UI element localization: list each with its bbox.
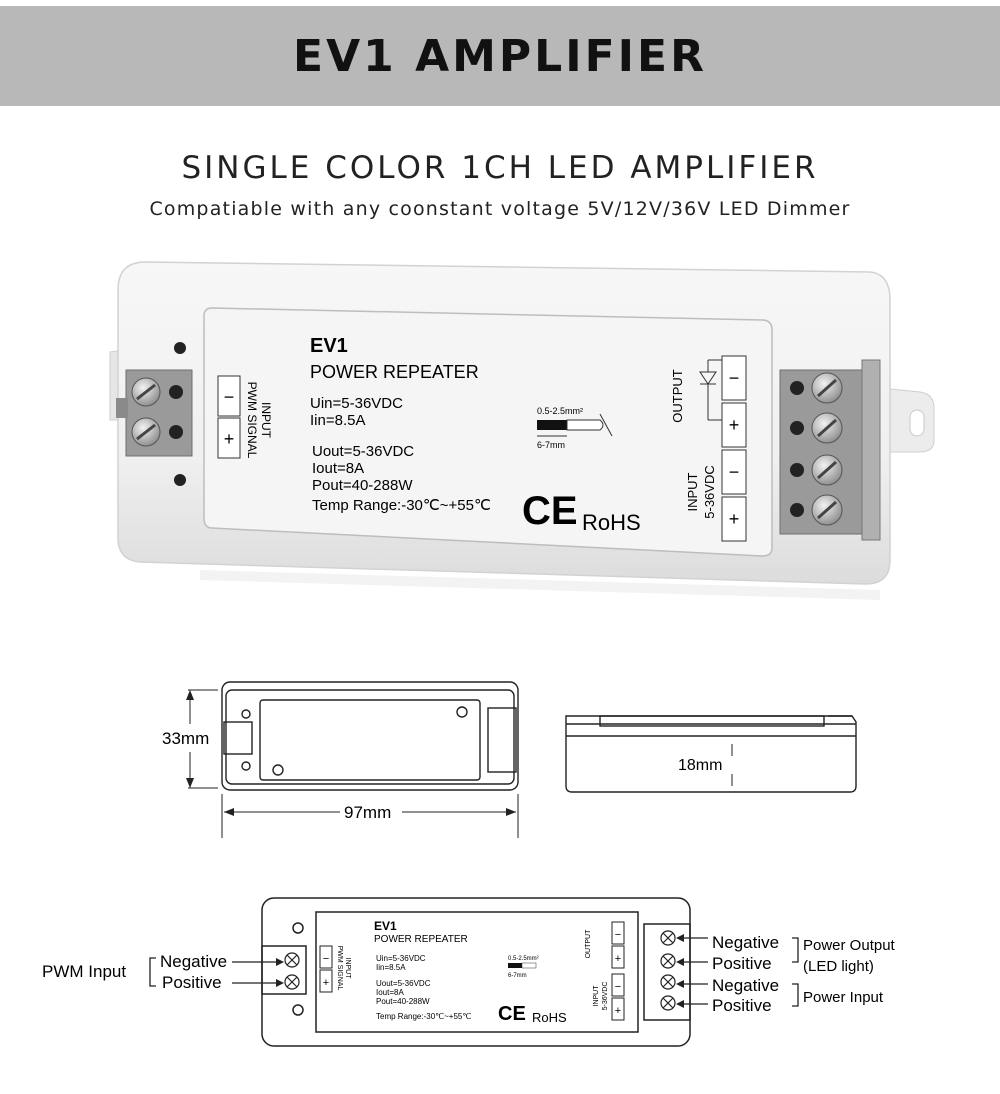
rohs-mark: RoHS (582, 510, 641, 535)
wiring-ce-mark: CE (498, 1003, 526, 1025)
wiring-spec-iin: Iin=8.5A (376, 963, 406, 972)
wiring-spec-uout: Uout=5-36VDC (376, 979, 431, 988)
wiring-output-plus: + (615, 953, 621, 965)
power-voltage-label: 5-36VDC (702, 465, 717, 518)
spec-temp: Temp Range:-30℃~+55℃ (312, 497, 491, 514)
output-positive-label: Positive (712, 954, 772, 973)
wiring-power-voltage-label: 5-36VDC (602, 982, 609, 1011)
wiring-spec-temp: Temp Range:-30℃~+55℃ (376, 1012, 471, 1021)
input-minus-box (721, 449, 747, 495)
wiring-product-name: POWER REPEATER (374, 934, 468, 945)
height-dimension: 33mm (162, 729, 209, 748)
wiring-label-panel (315, 911, 639, 1033)
product-tagline: Compatiable with any coonstant voltage 5… (149, 198, 851, 220)
pwm-negative-label: Negative (160, 952, 227, 971)
power-input-wiring-label: Power Input (803, 989, 884, 1006)
ce-mark: CE (522, 489, 578, 533)
wire-size-label: 0.5-2.5mm² (537, 406, 583, 416)
pwm-signal-label: PWM SIGNAL (245, 382, 259, 459)
wiring-output-terminal (643, 923, 691, 1021)
pwm-positive-label: Positive (162, 973, 222, 992)
wiring-model-name: EV1 (374, 919, 397, 933)
wiring-signal-minus: − (323, 953, 329, 965)
led-light-label: (LED light) (803, 958, 874, 975)
strip-length-label: 6-7mm (537, 440, 565, 450)
length-dimension: 97mm (344, 803, 391, 822)
product-name: POWER REPEATER (310, 362, 479, 382)
wiring-power-input-label: INPUT (593, 985, 600, 1007)
wiring-spec-iout: Iout=8A (376, 988, 404, 997)
model-name: EV1 (310, 335, 348, 357)
signal-input-label: INPUT (259, 402, 273, 439)
spec-iin: Iin=8.5A (310, 412, 365, 429)
spec-uout: Uout=5-36VDC (312, 443, 414, 460)
led-icon (699, 359, 722, 421)
wiring-pwm-signal-label: PWM SIGNAL (336, 946, 343, 991)
wiring-strip-length: 6-7mm (508, 973, 527, 979)
input-minus-mark: − (729, 462, 740, 482)
wiring-spec-pout: Pout=40-288W (376, 997, 430, 1006)
wiring-input-plus: + (615, 1005, 621, 1017)
title-banner: EV1 AMPLIFIER (0, 6, 1000, 106)
output-minus-box (721, 355, 747, 401)
label-panel (203, 307, 773, 557)
mount-hole (174, 342, 186, 354)
depth-dimension: 18mm (678, 757, 722, 774)
power-input-label: INPUT (685, 472, 700, 511)
output-plus-mark: + (729, 415, 740, 435)
wiring-signal-input-label: INPUT (344, 958, 351, 980)
wiring-wire-size: 0.5-2.5mm² (508, 956, 539, 962)
mount-hole (174, 474, 186, 486)
signal-minus-mark: − (224, 387, 235, 407)
input-negative-label: Negative (712, 976, 779, 995)
signal-plus-mark: + (224, 429, 235, 449)
spec-pout: Pout=40-288W (312, 477, 413, 494)
side-view-outline (565, 715, 857, 793)
top-view-outline (221, 681, 519, 791)
wiring-spec-uin: Uin=5-36VDC (376, 954, 426, 963)
power-output-label: Power Output (803, 937, 896, 954)
wiring-input-terminal (261, 945, 307, 995)
wiring-output-minus: − (615, 929, 621, 941)
wiring-signal-plus: + (323, 977, 329, 989)
output-terminal-block (779, 359, 881, 541)
signal-plus-box (217, 417, 241, 459)
input-positive-label: Positive (712, 996, 772, 1015)
input-terminal-block (116, 369, 193, 457)
page-title: EV1 AMPLIFIER (293, 30, 707, 82)
output-negative-label: Negative (712, 933, 779, 952)
spec-uin: Uin=5-36VDC (310, 395, 403, 412)
input-plus-mark: + (729, 509, 740, 529)
spec-iout: Iout=8A (312, 460, 364, 477)
signal-minus-box (217, 375, 241, 417)
product-subtitle: SINGLE COLOR 1CH LED AMPLIFIER (181, 150, 819, 186)
output-minus-mark: − (729, 368, 740, 388)
input-plus-box (721, 496, 747, 542)
output-label: OUTPUT (670, 369, 685, 423)
output-plus-box (721, 402, 747, 448)
pwm-input-label: PWM Input (42, 962, 126, 981)
wiring-output-label: OUTPUT (585, 929, 592, 959)
wiring-input-minus: − (615, 981, 621, 993)
wiring-rohs-mark: RoHS (532, 1010, 567, 1025)
